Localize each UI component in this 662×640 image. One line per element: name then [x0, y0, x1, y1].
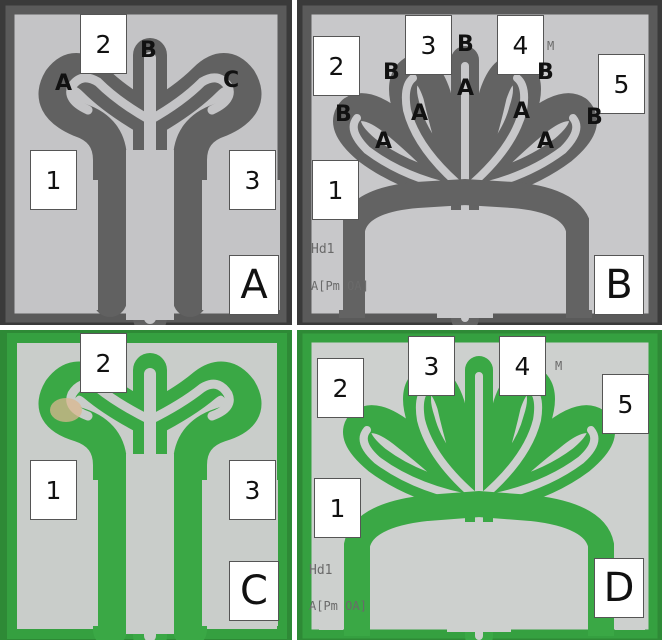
panel-c: 1 2 3 C	[0, 330, 292, 640]
panel-d-number-3: 3	[408, 336, 455, 396]
panel-b-marker: B	[383, 60, 400, 85]
svg-text:A[Pm OA]: A[Pm OA]	[309, 599, 367, 613]
panel-b-marker: A	[513, 99, 531, 124]
panel-c-number-2: 2	[80, 333, 127, 393]
panel-b: Hd1 A[Pm OA] M 1 2 3 4 5 B B A B A B A A…	[297, 0, 662, 325]
svg-text:A[Pm OA]: A[Pm OA]	[311, 279, 369, 293]
panel-b-number-2: 2	[313, 36, 360, 96]
panel-d-number-2: 2	[317, 358, 364, 418]
panel-d-number-5: 5	[602, 374, 649, 434]
panel-a-number-2: 2	[80, 14, 127, 74]
panel-a-number-3: 3	[229, 150, 276, 210]
panel-a-number-1: 1	[30, 150, 77, 210]
panel-a-marker-c: C	[223, 68, 240, 93]
panel-b-letter: B	[594, 255, 644, 315]
panel-d: Hd1 A[Pm OA] M 1 2 3 4 5 D	[297, 330, 662, 640]
panel-b-marker: B	[335, 102, 352, 127]
panel-d-number-1: 1	[314, 478, 361, 538]
panel-b-marker: B	[457, 32, 474, 57]
panel-d-letter: D	[594, 558, 644, 618]
svg-text:Hd1: Hd1	[309, 563, 332, 578]
panel-b-number-5: 5	[598, 54, 645, 114]
panel-b-number-3: 3	[405, 15, 452, 75]
panel-b-marker: A	[537, 129, 555, 154]
svg-text:M: M	[555, 359, 562, 373]
panel-a-letter: A	[229, 255, 279, 315]
panel-b-marker: B	[586, 105, 603, 130]
panel-b-marker: B	[537, 60, 554, 85]
panel-b-marker: A	[375, 129, 393, 154]
panel-c-number-3: 3	[229, 460, 276, 520]
svg-text:M: M	[547, 39, 554, 53]
panel-b-marker: A	[457, 76, 475, 101]
panel-b-number-4: 4	[497, 15, 544, 75]
panel-b-number-1: 1	[312, 160, 359, 220]
panel-a-marker-a: A	[55, 71, 73, 96]
svg-text:Hd1: Hd1	[311, 242, 334, 257]
panel-a-marker-b: B	[140, 38, 157, 63]
panel-a: 1 2 3 A B C A	[0, 0, 292, 325]
panel-c-number-1: 1	[30, 460, 77, 520]
panel-b-marker: A	[411, 101, 429, 126]
panel-d-number-4: 4	[499, 336, 546, 396]
panel-c-letter: C	[229, 561, 279, 621]
